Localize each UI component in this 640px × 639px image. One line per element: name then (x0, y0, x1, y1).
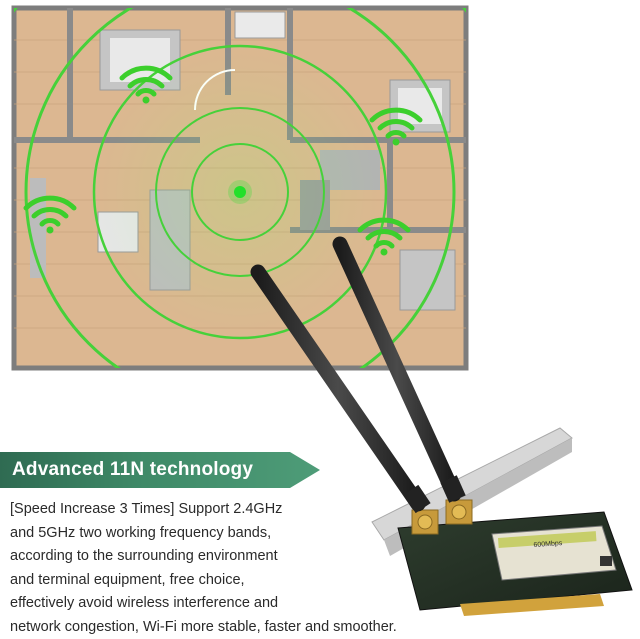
description-line: [Speed Increase 3 Times] Support 2.4GHz (10, 498, 470, 522)
headline-banner: Advanced 11N technology (0, 452, 320, 488)
description-line: according to the surrounding environment (10, 545, 470, 569)
description-line: and terminal equipment, free choice, (10, 569, 470, 593)
description-line: and 5GHz two working frequency bands, (10, 522, 470, 546)
description-line: network congestion, Wi-Fi more stable, f… (10, 616, 470, 639)
headline: Advanced 11N technology (12, 452, 253, 488)
feature-description: [Speed Increase 3 Times] Support 2.4GHz … (10, 498, 470, 639)
description-line: effectively avoid wireless interference … (10, 592, 470, 616)
